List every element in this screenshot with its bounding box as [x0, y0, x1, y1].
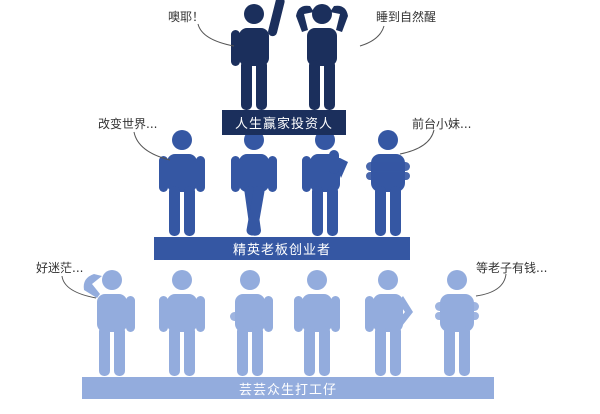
tier-3-left-quote: 好迷茫... — [36, 261, 84, 275]
leaning-person-icon — [231, 130, 277, 237]
tier-3-label: 芸芸众生打工仔 — [238, 382, 337, 398]
callout-line-mid-left — [133, 131, 171, 161]
cheering-person-icon — [231, 0, 286, 110]
tier-1-platform: 人生赢家投资人 — [222, 110, 346, 135]
tier-3-figures — [83, 270, 479, 376]
arm-across-person-icon — [230, 270, 273, 376]
tier-1-left-quote: 噢耶！ — [168, 10, 205, 24]
arms-crossed-person-icon — [366, 130, 410, 236]
standing-person-icon — [159, 270, 205, 376]
callout-line-top-left — [197, 23, 235, 47]
hand-on-hip-person-icon — [365, 270, 413, 376]
standing-person-icon — [294, 270, 340, 376]
callout-lines — [61, 23, 507, 299]
tier-1-figures — [231, 0, 348, 110]
callout-line-mid-right — [399, 129, 435, 155]
callout-line-top-right — [359, 25, 385, 47]
tier-2-figures — [159, 130, 410, 237]
standing-person-icon — [159, 130, 205, 236]
tier-3-right-quote: 等老子有钱... — [476, 261, 548, 275]
tier-2-right-quote: 前台小妹... — [412, 117, 472, 131]
callout-line-bot-left — [61, 275, 97, 299]
relaxing-person-icon — [296, 4, 348, 110]
arms-crossed-person-icon — [435, 270, 479, 376]
callout-line-bot-right — [475, 273, 507, 297]
tier-2-platform: 精英老板创业者 — [154, 237, 410, 260]
tier-1-right-quote: 睡到自然醒 — [376, 10, 437, 24]
confused-person-icon — [83, 270, 135, 376]
tier-1-label: 人生赢家投资人 — [234, 117, 333, 132]
thinking-person-icon — [302, 130, 348, 236]
tier-2-label: 精英老板创业者 — [232, 243, 331, 258]
tier-3-platform: 芸芸众生打工仔 — [82, 377, 494, 399]
tier-2-left-quote: 改变世界... — [98, 117, 158, 131]
